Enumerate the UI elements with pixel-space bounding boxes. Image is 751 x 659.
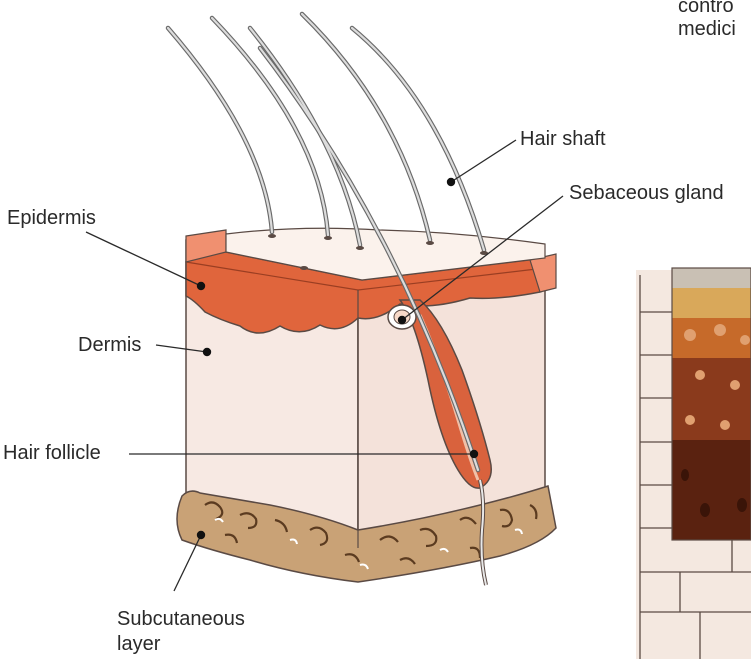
label-epidermis: Epidermis bbox=[7, 206, 96, 230]
label-subcutaneous-line-2: layer bbox=[117, 632, 160, 656]
subcutaneous-leader bbox=[174, 535, 201, 591]
label-dermis: Dermis bbox=[78, 333, 141, 357]
dermis-dot bbox=[203, 348, 211, 356]
cropped-text-line-2: medici bbox=[678, 17, 751, 41]
hair-shaft-leader bbox=[451, 140, 516, 182]
cropped-text-line-1: contro bbox=[678, 0, 751, 18]
label-sebaceous-gland: Sebaceous gland bbox=[569, 181, 751, 205]
epidermis-dot bbox=[197, 282, 205, 290]
subcutaneous-dot bbox=[197, 531, 205, 539]
epidermis-leader bbox=[86, 232, 201, 286]
label-hair-follicle: Hair follicle bbox=[3, 441, 101, 465]
label-subcutaneous-line-1: Subcutaneous bbox=[117, 607, 245, 631]
cell-layer-panel bbox=[636, 268, 751, 659]
sebaceous-gland-dot bbox=[398, 316, 406, 324]
hair-shaft-dot bbox=[447, 178, 455, 186]
hair-follicle-dot bbox=[470, 450, 478, 458]
label-hair-shaft: Hair shaft bbox=[520, 127, 606, 151]
